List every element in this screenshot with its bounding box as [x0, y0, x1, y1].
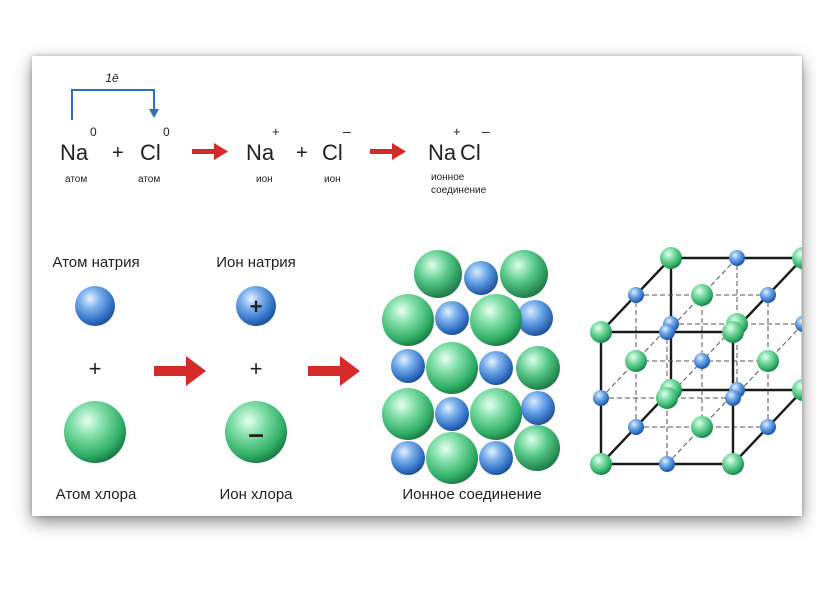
chlorine-ion-label: Ион хлора — [219, 486, 293, 503]
cl-atom-caption: атом — [138, 174, 160, 185]
crystal-lattice-cube — [590, 247, 802, 475]
sodium-atom-label: Атом натрия — [52, 254, 139, 271]
lattice-chlorine-ion — [792, 379, 802, 401]
lattice-chlorine-ion — [691, 284, 713, 306]
nacl-na-charge: + — [453, 124, 461, 139]
electron-transfer-arrowhead — [149, 109, 159, 118]
lattice-sodium-ion — [729, 250, 745, 266]
nacl-cl-symbol: Cl — [460, 140, 481, 165]
na-ion-symbol: Na — [246, 140, 275, 165]
panel-arrow-1 — [154, 356, 206, 386]
nacl-formation-diagram: 1ē Na 0 атом + Cl 0 атом Na + ион + Cl –… — [52, 71, 802, 503]
reaction-arrow-1 — [192, 143, 228, 160]
cl-atom-charge: 0 — [163, 125, 170, 139]
chlorine-ion-sign: – — [248, 418, 264, 449]
reaction-arrow-2 — [370, 143, 406, 160]
lattice-sodium-ion — [760, 419, 776, 435]
electron-transfer-bracket — [71, 89, 155, 120]
lattice-chlorine-ion — [660, 247, 682, 269]
chlorine-atom-label: Атом хлора — [56, 486, 137, 503]
cl-ion-caption: ион — [324, 174, 341, 185]
lattice-chlorine-ion — [757, 350, 779, 372]
lattice-chlorine-ion — [656, 387, 678, 409]
cl-atom-symbol: Cl — [140, 140, 161, 165]
electron-transfer-label: 1ē — [105, 71, 119, 85]
equation-row: 1ē Na 0 атом + Cl 0 атом Na + ион + Cl –… — [60, 71, 490, 196]
nacl-na-symbol: Na — [428, 140, 457, 165]
cl-ion-symbol: Cl — [322, 140, 343, 165]
plus-sign-2: + — [296, 142, 308, 164]
lattice-chlorine-ion — [625, 350, 647, 372]
nacl-cl-charge: – — [482, 123, 490, 139]
lattice-chlorine-ion — [691, 416, 713, 438]
lattice-sodium-ion — [725, 390, 741, 406]
nacl-caption-line1: ионное — [431, 172, 465, 183]
lattice-sodium-ion — [795, 316, 802, 332]
lattice-sodium-ion — [593, 390, 609, 406]
ions-panel: Ион натрия + + – Ион хлора — [216, 254, 296, 503]
lattice-sodium-ion — [760, 287, 776, 303]
lattice-chlorine-ion — [722, 453, 744, 475]
sodium-ion-sphere — [236, 286, 276, 326]
atoms-panel: Атом натрия + Атом хлора — [52, 254, 139, 503]
sodium-atom-sphere — [75, 286, 115, 326]
ionic-compound-label: Ионное соединение — [402, 486, 541, 503]
diagram-card: 1ē Na 0 атом + Cl 0 атом Na + ион + Cl –… — [32, 56, 802, 516]
panel-arrow-2 — [308, 356, 360, 386]
chlorine-ion-sphere — [225, 401, 287, 463]
lattice-sodium-ion — [628, 287, 644, 303]
cl-ion-charge: – — [343, 123, 351, 139]
lattice-chlorine-ion — [792, 247, 802, 269]
lattice-sodium-ion — [659, 324, 675, 340]
na-ion-charge: + — [272, 124, 280, 139]
atoms-plus-sign: + — [89, 356, 102, 381]
na-atom-symbol: Na — [60, 140, 89, 165]
chlorine-atom-sphere — [64, 401, 126, 463]
packed-crystal-model: Ионное соединение — [382, 250, 560, 503]
lattice-sodium-ion — [659, 456, 675, 472]
plus-sign-1: + — [112, 142, 124, 164]
lattice-sodium-ion — [694, 353, 710, 369]
na-atom-charge: 0 — [90, 125, 97, 139]
lattice-chlorine-ion — [590, 453, 612, 475]
na-ion-caption: ион — [256, 174, 273, 185]
sodium-ion-sign: + — [250, 294, 263, 319]
sodium-ion-label: Ион натрия — [216, 254, 296, 271]
ions-plus-sign: + — [250, 356, 263, 381]
lattice-sodium-ion — [628, 419, 644, 435]
lattice-chlorine-ion — [722, 321, 744, 343]
na-atom-caption: атом — [65, 174, 87, 185]
lattice-chlorine-ion — [590, 321, 612, 343]
nacl-caption-line2: соединение — [431, 185, 487, 196]
